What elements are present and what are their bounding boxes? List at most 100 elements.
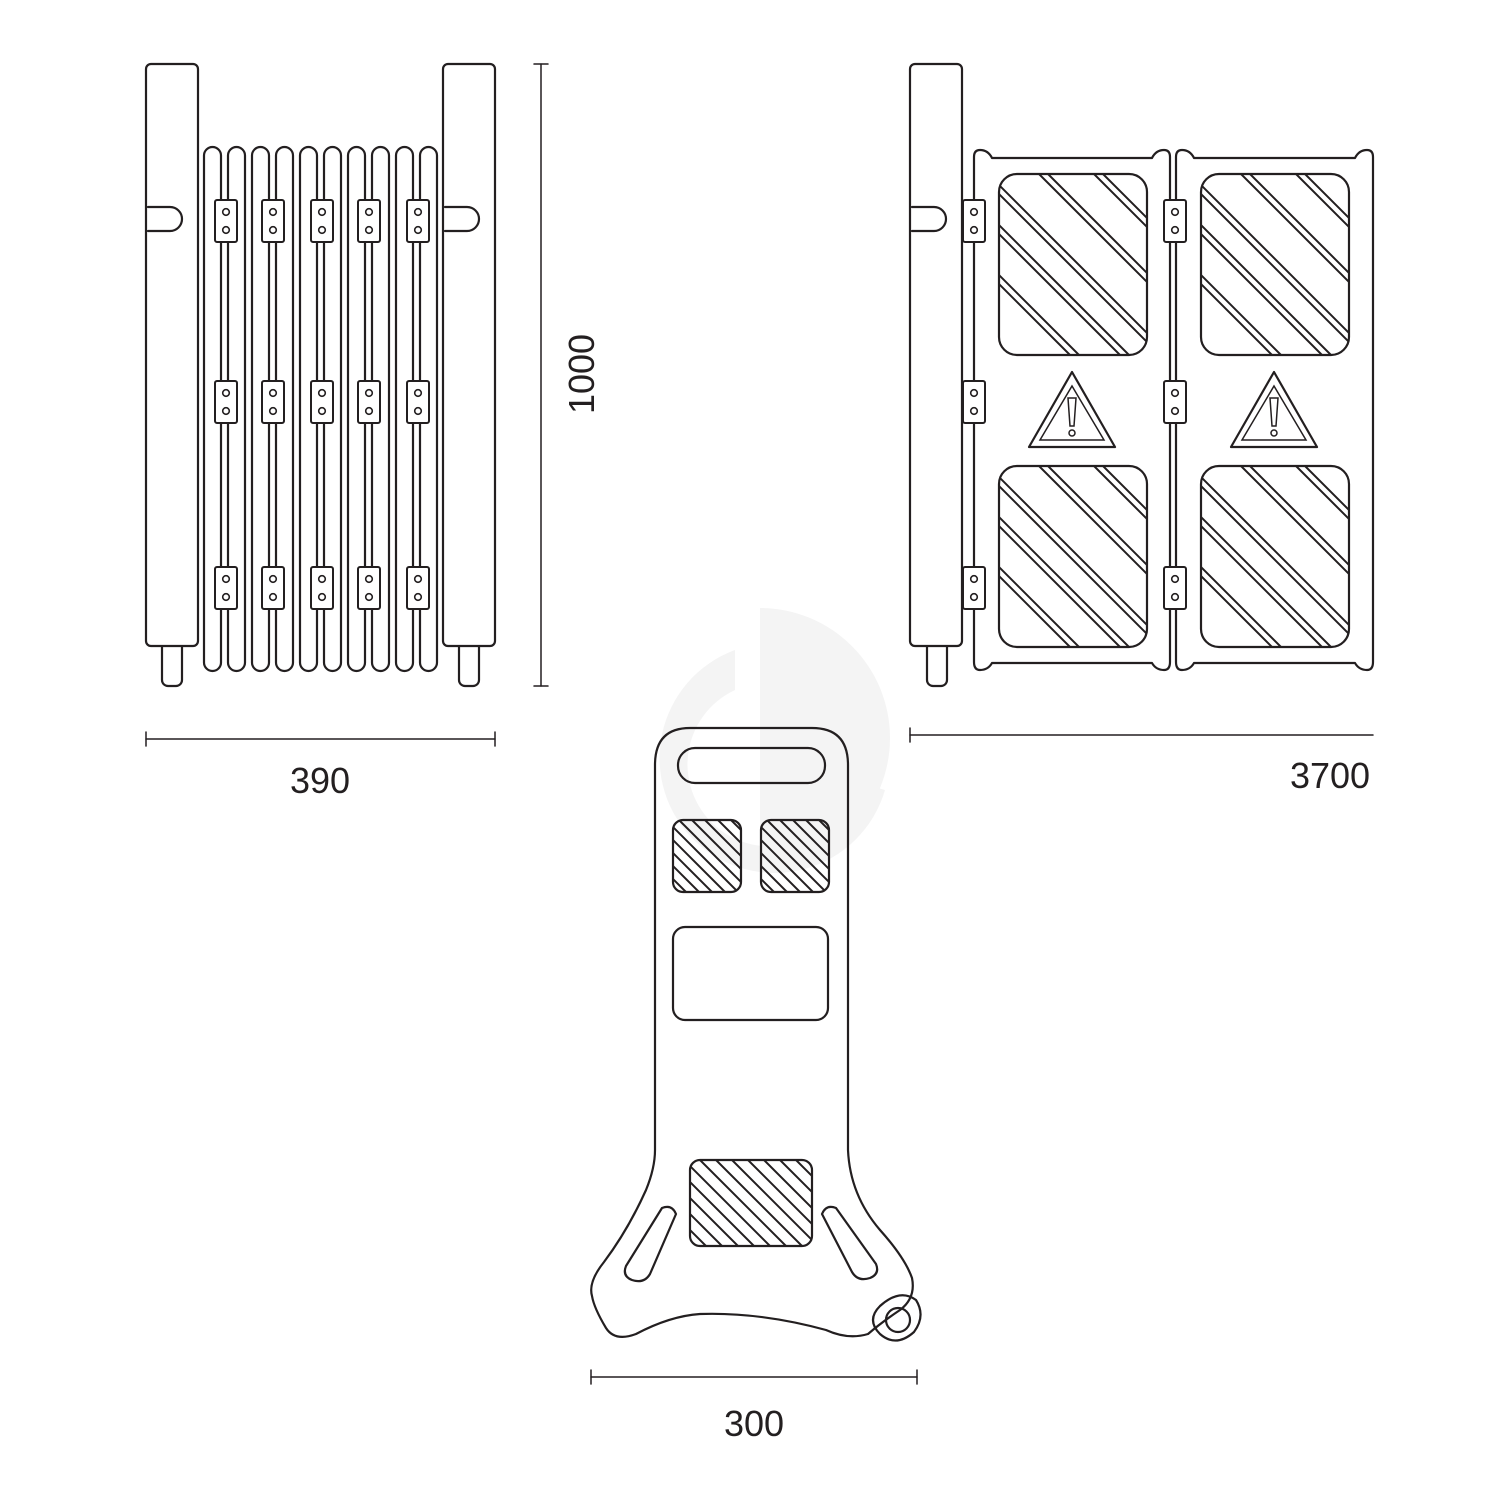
hatch-line <box>1201 174 1273 355</box>
hatch-line <box>999 174 1080 355</box>
folded-hinge <box>357 566 381 610</box>
hatch-line <box>673 820 739 892</box>
base-reflective-panel <box>688 1158 978 1248</box>
hatch-line <box>792 820 829 892</box>
hatch-line <box>1360 174 1500 355</box>
hatch-line <box>1201 174 1332 355</box>
hatch-line <box>795 1160 812 1246</box>
hatch-line <box>1360 466 1500 647</box>
extended-hinge <box>962 566 986 610</box>
hatch-line <box>673 820 700 892</box>
hatch-line <box>1047 174 1147 355</box>
height-dimension-line <box>533 63 549 687</box>
hatch-line <box>717 820 741 892</box>
hatch-line <box>892 1160 978 1246</box>
hatch-line <box>999 466 1080 647</box>
folded-hinge <box>357 199 381 243</box>
side-profile-outline <box>590 726 914 1339</box>
hatch-line <box>761 820 801 892</box>
right-post <box>441 62 497 648</box>
hatch-line <box>715 1160 803 1246</box>
folded-hinge <box>406 380 430 424</box>
hatch-line <box>1201 174 1349 355</box>
hatch-line <box>1201 174 1349 355</box>
folded-hinge <box>310 199 334 243</box>
hatch-line <box>828 1160 914 1246</box>
hatch-line <box>1093 174 1147 355</box>
extended-barrier-view: 3700 <box>908 62 1500 796</box>
hatch-line <box>766 820 829 892</box>
hatch-line <box>1295 174 1349 355</box>
hatch-line <box>731 1160 812 1246</box>
hatch-line <box>690 1160 739 1246</box>
extended-hinge <box>962 199 986 243</box>
extended-hinges <box>962 199 1187 610</box>
label-panel <box>671 925 830 1022</box>
folded-hinge <box>406 566 430 610</box>
reflective-panel <box>1199 172 1500 357</box>
right-post-foot <box>457 645 481 688</box>
hatch-line <box>1249 466 1349 647</box>
reflective-square <box>671 818 743 894</box>
hatch-line <box>1102 174 1147 355</box>
hatch-line <box>1201 466 1323 647</box>
base-dimension-line <box>590 1369 918 1385</box>
folded-hinge <box>310 566 334 610</box>
hatch-line <box>999 174 1121 355</box>
warning-triangle-icon <box>1229 370 1319 449</box>
reflective-square <box>759 818 969 894</box>
folded-width-label: 390 <box>290 760 350 801</box>
hatch-line <box>1201 174 1323 355</box>
right-post-handle <box>443 205 481 233</box>
hatch-line <box>779 1160 812 1246</box>
reflective-panel <box>997 172 1149 357</box>
left-post-handle <box>146 205 184 233</box>
folded-hinge <box>310 380 334 424</box>
hatch-line <box>761 820 788 892</box>
hatch-line <box>1240 466 1349 647</box>
left-post <box>144 62 200 648</box>
hatch-line <box>1047 466 1147 647</box>
hatch-line <box>1093 466 1147 647</box>
hatch-line <box>1201 174 1282 355</box>
hatch-line <box>871 820 943 892</box>
hatch-line <box>999 466 1121 647</box>
hatch-line <box>1201 466 1282 647</box>
extended-width-dimension-line <box>909 727 1374 743</box>
hatch-line <box>673 820 713 892</box>
hatch-line <box>1038 174 1147 355</box>
hatch-line <box>1240 174 1349 355</box>
extended-post <box>908 62 964 648</box>
warning-triangle-icon <box>1027 370 1117 449</box>
folded-hinge <box>406 199 430 243</box>
hatch-line <box>897 820 969 892</box>
hatch-line <box>999 466 1147 647</box>
hatch-line <box>761 820 827 892</box>
hatch-line <box>1102 466 1147 647</box>
hatch-line <box>1201 466 1349 647</box>
hatch-line <box>999 174 1147 355</box>
hatch-line <box>999 174 1071 355</box>
hatch-line <box>999 174 1147 355</box>
side-profile-view: 300 <box>590 726 978 1444</box>
folded-hinge <box>261 380 285 424</box>
extended-hinge <box>1163 199 1187 243</box>
folded-hinge <box>261 566 285 610</box>
hatch-line <box>690 1160 771 1246</box>
reflective-panel <box>1199 464 1500 649</box>
panel-frame-left <box>972 148 1172 672</box>
reflective-panel <box>997 464 1149 649</box>
hatch-line <box>1295 466 1349 647</box>
hatch-line <box>858 820 930 892</box>
left-post-foot <box>160 645 184 688</box>
hatch-line <box>763 1160 812 1246</box>
hatch-line <box>704 820 741 892</box>
panel-frame-right <box>1174 148 1375 672</box>
base-depth-label: 300 <box>724 1403 784 1444</box>
hatch-line <box>999 466 1071 647</box>
hatch-line <box>1038 466 1147 647</box>
hatch-line <box>690 1160 707 1246</box>
hatch-line <box>690 1160 755 1246</box>
extended-hinge <box>962 380 986 424</box>
hatch-line <box>876 1160 962 1246</box>
